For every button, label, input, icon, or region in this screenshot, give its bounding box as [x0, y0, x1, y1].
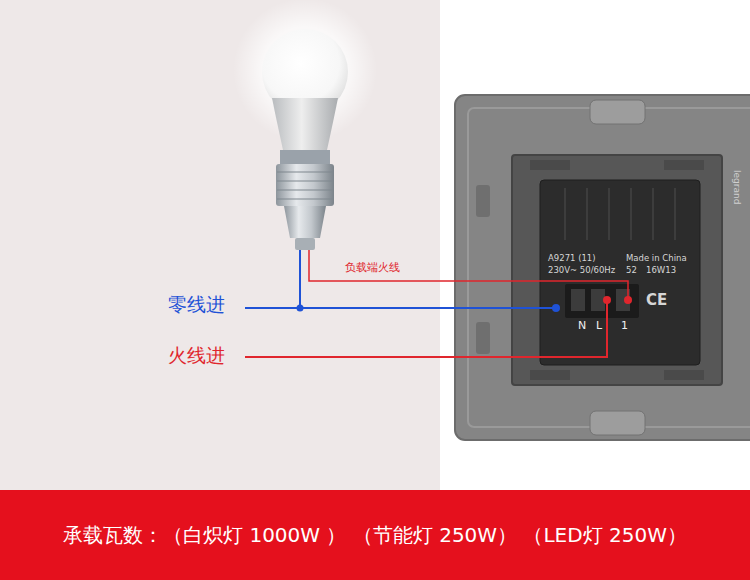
illustration-part: [530, 370, 570, 380]
illustration-part: [277, 199, 333, 200]
illustration-part: [530, 160, 570, 170]
illustration-part: [297, 305, 304, 312]
illustration-part: [664, 160, 704, 170]
module-rib: [674, 188, 676, 240]
illustration-part: [591, 289, 605, 311]
wire-label: 零线进: [168, 294, 225, 316]
illustration-part: [277, 181, 333, 182]
batch-code: 52: [626, 266, 637, 276]
origin-mark: Made in China: [626, 254, 687, 264]
illustration-part: [552, 304, 560, 312]
illustration-part: [476, 322, 490, 354]
switch-plate: [455, 95, 750, 440]
light-bulb: [233, 0, 377, 250]
terminal-name: 1: [621, 320, 628, 333]
illustration-part: [245, 307, 556, 309]
ce-mark: CE: [646, 292, 667, 309]
illustration-part: [512, 155, 722, 385]
switch-module: A9271 (11) 230V~ 50/60Hz Made in China 52 16…: [540, 180, 700, 365]
illustration-part: [280, 150, 330, 164]
wattage-band: 承载瓦数：（白炽灯 1000W ） （节能灯 250W） （LED灯 250W）: [0, 490, 750, 580]
terminal-name: N: [578, 320, 586, 333]
illustration-part: [455, 95, 750, 440]
switch-module: [540, 180, 700, 365]
module-rib: [652, 188, 654, 240]
illustration-part: [590, 411, 645, 435]
illustration-part: [571, 289, 585, 311]
illustration-part: [299, 250, 301, 308]
illustration-part: [277, 172, 333, 173]
date-code: 16W13: [646, 266, 676, 276]
module-rib: [630, 188, 632, 240]
illustration-part: [309, 250, 628, 300]
wires: [245, 250, 632, 357]
illustration-part: [590, 100, 645, 124]
illustration-part: [476, 185, 490, 217]
module-rib: [564, 188, 566, 240]
wire-label: 火线进: [168, 345, 225, 367]
illustration-part: [245, 300, 607, 357]
illustration-part: [276, 164, 334, 206]
voltage-rating: 230V~ 50/60Hz: [548, 266, 615, 276]
module-rib: [586, 188, 588, 240]
illustration-part: [624, 296, 632, 304]
model-code: A9271 (11): [548, 254, 596, 264]
illustration-part: [468, 108, 750, 427]
illustration-part: [664, 370, 704, 380]
illustration-part: [272, 98, 338, 150]
wire-label: 负载端火线: [345, 262, 400, 275]
illustration-part: [295, 238, 315, 250]
terminal-name: L: [596, 320, 602, 333]
module-rib: [608, 188, 610, 240]
illustration-part: [284, 206, 326, 238]
wattage-caption: 承载瓦数：（白炽灯 1000W ） （节能灯 250W） （LED灯 250W）: [63, 524, 687, 547]
illustration-part: [277, 190, 333, 191]
brand-mark: legrand: [732, 170, 742, 204]
illustration-part: [603, 296, 611, 304]
switch-module-body: [540, 180, 700, 365]
